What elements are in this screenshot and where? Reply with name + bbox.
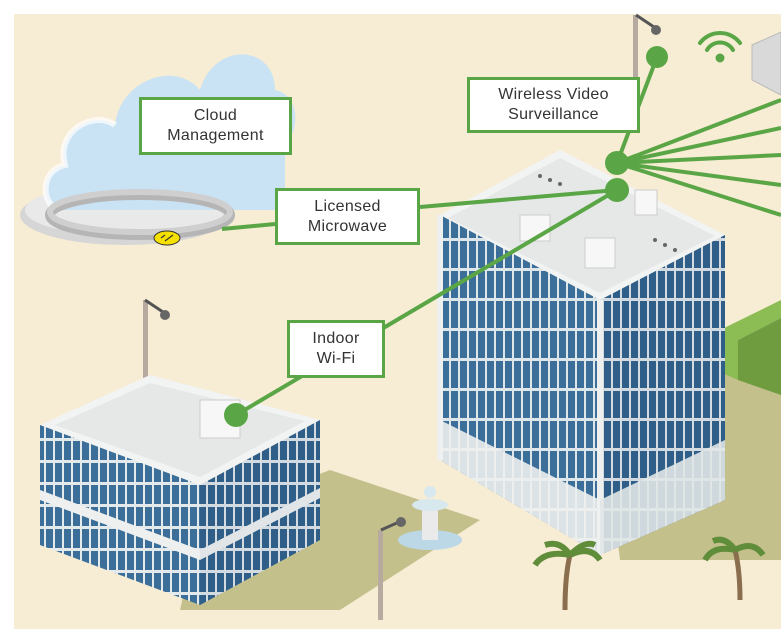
callout-line: Licensed (314, 197, 381, 215)
palm-tree-icon (532, 540, 603, 611)
access-point-device (751, 31, 781, 96)
callout-line: Management (167, 127, 264, 144)
hedge (720, 300, 781, 395)
callout-line: Indoor (312, 330, 360, 347)
tall-building (437, 150, 725, 555)
security-camera-icon (143, 298, 170, 390)
security-camera-icon (633, 13, 661, 100)
callout-line: Microwave (307, 217, 388, 235)
callout-line: Wireless Video (498, 86, 609, 103)
network-links (221, 56, 781, 417)
palm-tree-icon (702, 536, 766, 601)
network-nodes (224, 46, 668, 427)
callout-line: Wi-Fi (316, 350, 356, 367)
wifi-signal-icon (698, 31, 742, 63)
callout-line: Cloud (193, 107, 238, 124)
fountain-icon (398, 486, 462, 550)
microwave-link-icon (153, 230, 181, 246)
security-camera-icon (378, 517, 406, 620)
callout-line: Surveillance (508, 106, 599, 123)
